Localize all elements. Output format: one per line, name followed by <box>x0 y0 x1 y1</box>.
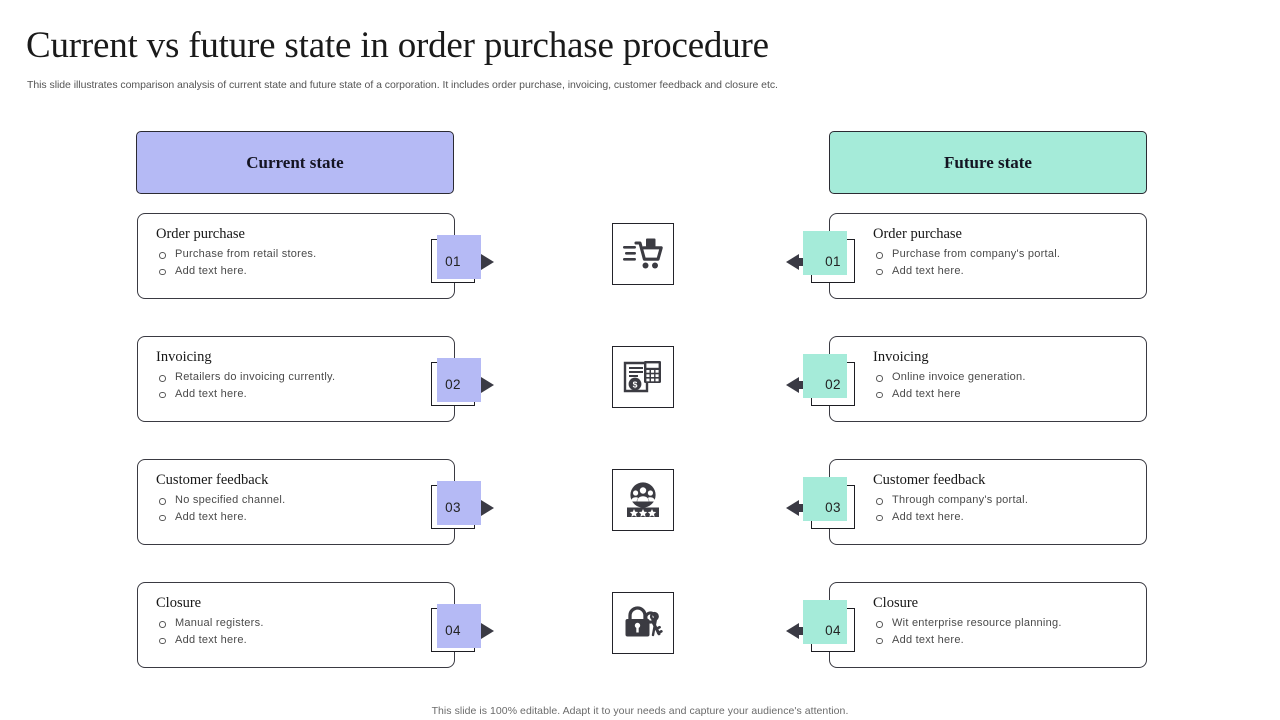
arrow-right-icon <box>479 377 494 393</box>
card-title: Closure <box>873 595 919 611</box>
arrow-right-icon <box>479 254 494 270</box>
card-title: Invoicing <box>156 349 212 365</box>
comparison-row: Invoicing Retailers do invoicing current… <box>0 336 1280 422</box>
step-badge-left[interactable]: 04 <box>431 604 481 652</box>
list-item: No specified channel. <box>156 492 396 509</box>
list-item: Add text here. <box>156 386 396 403</box>
arrow-left-icon <box>786 254 806 270</box>
step-number: 02 <box>825 376 841 392</box>
customer-feedback-stars-icon <box>612 469 674 531</box>
bullet-list: Purchase from company's portal. Add text… <box>873 246 1132 279</box>
list-item: Add text here. <box>873 263 1132 280</box>
list-item: Wit enterprise resource planning. <box>873 615 1132 632</box>
arrow-left-icon <box>786 623 806 639</box>
bullet-list: No specified channel. Add text here. <box>156 492 396 525</box>
footer-note: This slide is 100% editable. Adapt it to… <box>431 705 849 717</box>
page-subtitle: This slide illustrates comparison analys… <box>27 79 778 91</box>
list-item: Add text here. <box>873 632 1132 649</box>
future-state-card[interactable]: Customer feedback Through company's port… <box>829 459 1147 545</box>
list-item: Add text here <box>873 386 1132 403</box>
column-header-future-state-label: Future state <box>944 152 1032 172</box>
future-state-card[interactable]: Order purchase Purchase from company's p… <box>829 213 1147 299</box>
step-badge-left[interactable]: 03 <box>431 481 481 529</box>
shopping-cart-icon <box>612 223 674 285</box>
current-state-card[interactable]: Customer feedback No specified channel. … <box>137 459 455 545</box>
step-number: 03 <box>825 499 841 515</box>
invoice-calculator-icon: $ <box>612 346 674 408</box>
current-state-card[interactable]: Closure Manual registers. Add text here. <box>137 582 455 668</box>
arrow-left-icon <box>786 377 806 393</box>
bullet-list: Wit enterprise resource planning. Add te… <box>873 615 1132 648</box>
step-number: 01 <box>825 253 841 269</box>
list-item: Add text here. <box>156 509 396 526</box>
list-item: Add text here. <box>156 632 396 649</box>
column-header-current-state[interactable]: Current state <box>136 131 454 194</box>
list-item: Manual registers. <box>156 615 396 632</box>
list-item: Online invoice generation. <box>873 369 1132 386</box>
list-item: Retailers do invoicing currently. <box>156 369 396 386</box>
card-title: Order purchase <box>873 226 962 242</box>
step-number: 04 <box>825 622 841 638</box>
arrow-right-icon <box>479 623 494 639</box>
svg-text:$: $ <box>633 380 638 390</box>
bullet-list: Manual registers. Add text here. <box>156 615 396 648</box>
list-item: Purchase from company's portal. <box>873 246 1132 263</box>
column-header-current-state-label: Current state <box>246 152 344 172</box>
step-number: 01 <box>445 253 461 269</box>
future-state-card[interactable]: Invoicing Online invoice generation. Add… <box>829 336 1147 422</box>
card-title: Order purchase <box>156 226 245 242</box>
list-item: Through company's portal. <box>873 492 1132 509</box>
comparison-row: Closure Manual registers. Add text here.… <box>0 582 1280 668</box>
list-item: Add text here. <box>156 263 396 280</box>
padlock-keys-icon <box>612 592 674 654</box>
bullet-list: Retailers do invoicing currently. Add te… <box>156 369 396 402</box>
arrow-right-icon <box>479 500 494 516</box>
page-title: Current vs future state in order purchas… <box>26 25 769 66</box>
step-badge-left[interactable]: 01 <box>431 235 481 283</box>
step-badge-left[interactable]: 02 <box>431 358 481 406</box>
step-badge-right[interactable]: 01 <box>803 231 855 283</box>
future-state-card[interactable]: Closure Wit enterprise resource planning… <box>829 582 1147 668</box>
step-number: 02 <box>445 376 461 392</box>
list-item: Add text here. <box>873 509 1132 526</box>
step-badge-right[interactable]: 02 <box>803 354 855 406</box>
current-state-card[interactable]: Order purchase Purchase from retail stor… <box>137 213 455 299</box>
bullet-list: Purchase from retail stores. Add text he… <box>156 246 396 279</box>
card-title: Customer feedback <box>873 472 986 488</box>
step-badge-right[interactable]: 04 <box>803 600 855 652</box>
step-number: 04 <box>445 622 461 638</box>
card-title: Customer feedback <box>156 472 269 488</box>
column-header-future-state[interactable]: Future state <box>829 131 1147 194</box>
bullet-list: Through company's portal. Add text here. <box>873 492 1132 525</box>
bullet-list: Online invoice generation. Add text here <box>873 369 1132 402</box>
card-title: Closure <box>156 595 202 611</box>
comparison-row: Order purchase Purchase from retail stor… <box>0 213 1280 299</box>
card-title: Invoicing <box>873 349 929 365</box>
step-number: 03 <box>445 499 461 515</box>
comparison-row: Customer feedback No specified channel. … <box>0 459 1280 545</box>
list-item: Purchase from retail stores. <box>156 246 396 263</box>
arrow-left-icon <box>786 500 806 516</box>
step-badge-right[interactable]: 03 <box>803 477 855 529</box>
current-state-card[interactable]: Invoicing Retailers do invoicing current… <box>137 336 455 422</box>
